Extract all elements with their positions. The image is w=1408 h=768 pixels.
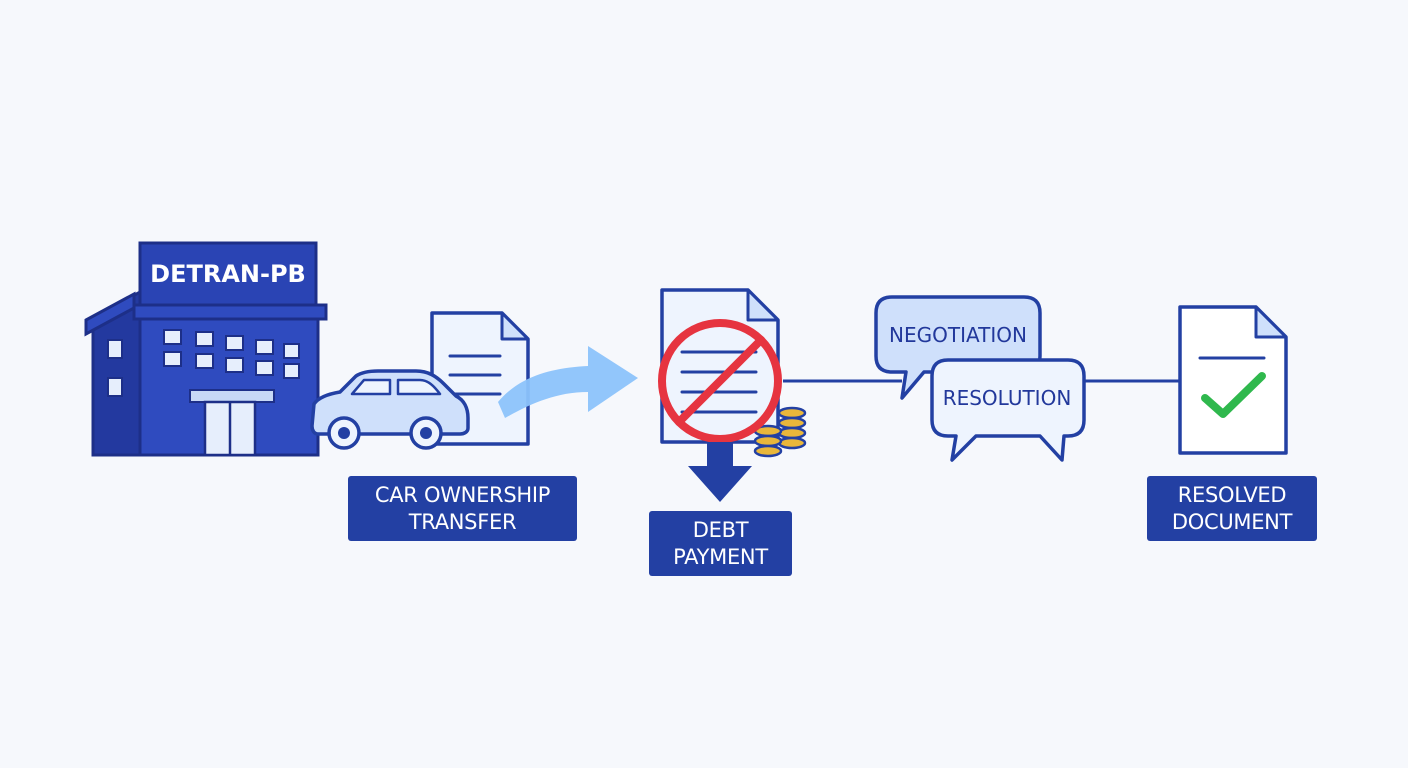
- building-sign: DETRAN-PB: [150, 260, 306, 288]
- resolution-bubble: RESOLUTION: [930, 358, 1086, 462]
- resolved-label-line2: DOCUMENT: [1171, 509, 1293, 534]
- arrow-icon: [498, 346, 638, 418]
- negotiation-text: NEGOTIATION: [889, 323, 1027, 347]
- speech-bubble-icon: [874, 295, 1042, 400]
- resolved-document-icon: [1178, 305, 1288, 455]
- resolution-text: RESOLUTION: [943, 386, 1072, 410]
- transfer-label-line2: TRANSFER: [408, 509, 517, 534]
- debt-label-line2: PAYMENT: [673, 544, 768, 569]
- transfer-label: CAR OWNERSHIP TRANSFER: [348, 476, 577, 541]
- speech-bubble-icon: [930, 358, 1086, 462]
- building-icon: DETRAN-PB: [84, 241, 328, 457]
- down-arrow-icon: [688, 442, 752, 502]
- car-icon: [310, 369, 470, 450]
- debt-label-line1: DEBT: [692, 517, 749, 542]
- transfer-label-line1: CAR OWNERSHIP: [374, 482, 551, 507]
- resolved-label-line1: RESOLVED: [1177, 482, 1287, 507]
- debt-label: DEBT PAYMENT: [649, 511, 792, 576]
- resolved-label: RESOLVED DOCUMENT: [1147, 476, 1317, 541]
- prohibited-icon: [658, 319, 782, 443]
- checkmark-icon: [1201, 372, 1266, 418]
- negotiation-bubble: NEGOTIATION: [874, 295, 1042, 400]
